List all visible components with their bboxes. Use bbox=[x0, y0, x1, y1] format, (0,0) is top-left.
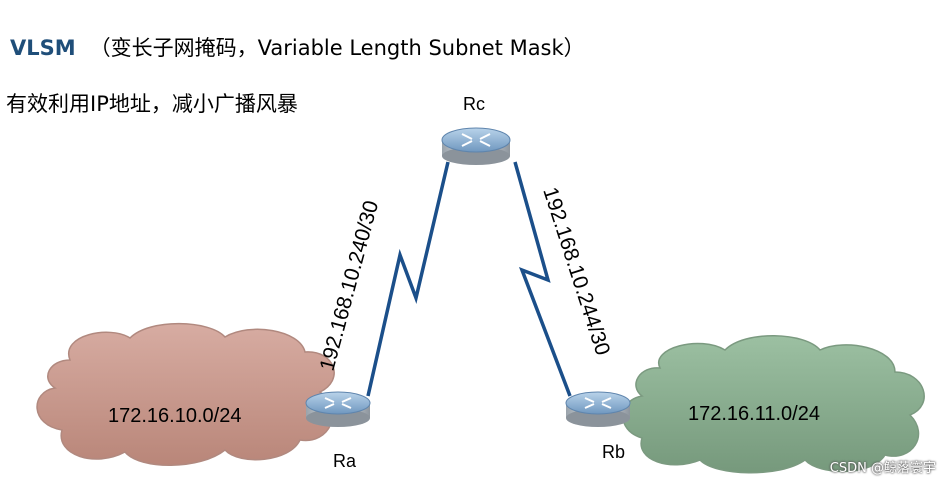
link-ra-rc-label: 192.168.10.240/30 bbox=[316, 198, 384, 373]
router-arrows-icon bbox=[324, 397, 352, 409]
title-text: （变长子网掩码，Variable Length Subnet Mask） bbox=[89, 36, 585, 60]
title-acronym: VLSM bbox=[10, 36, 76, 60]
router-ra-label: Ra bbox=[333, 451, 357, 471]
router-rc[interactable] bbox=[441, 127, 511, 165]
link-rc-rb-label: 192.168.10.244/30 bbox=[538, 184, 614, 358]
router-rb[interactable] bbox=[565, 391, 631, 427]
link-ra-rc bbox=[366, 161, 450, 397]
router-arrows-icon bbox=[584, 397, 612, 409]
cloud-left-shape bbox=[36, 322, 335, 466]
network-right-label: 172.16.11.0/24 bbox=[688, 403, 820, 425]
router-ra[interactable] bbox=[305, 391, 371, 427]
slide-title: VLSM （变长子网掩码，Variable Length Subnet Mask） bbox=[10, 32, 585, 62]
router-rb-label: Rb bbox=[602, 442, 625, 462]
router-arrows-icon bbox=[461, 133, 491, 147]
watermark: CSDN @鲸落寰宇 bbox=[829, 461, 936, 476]
router-rc-label: Rc bbox=[463, 94, 485, 114]
cloud-right-shape bbox=[622, 335, 925, 474]
slide-subtitle: 有效利用IP地址，减小广播风暴 bbox=[6, 92, 298, 116]
link-rc-rb bbox=[513, 161, 572, 397]
network-left-label: 172.16.10.0/24 bbox=[108, 405, 241, 427]
